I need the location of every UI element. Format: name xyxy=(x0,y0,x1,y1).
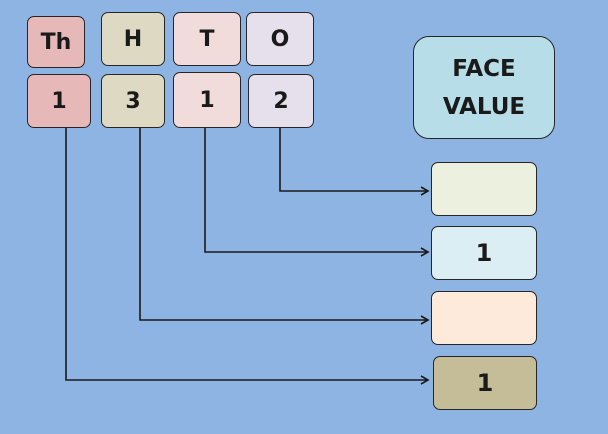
tens-digit: 1 xyxy=(173,72,241,128)
ones-digit: 2 xyxy=(248,74,314,128)
ones-header: O xyxy=(246,12,314,66)
thousands-face-value-box: 1 xyxy=(433,356,537,410)
thousands-header: Th xyxy=(27,16,85,68)
face-value-title: FACE VALUE xyxy=(413,36,555,139)
tens-header: T xyxy=(173,12,241,66)
hundreds-header: H xyxy=(101,12,165,66)
hundreds-digit: 3 xyxy=(101,74,165,128)
thousands-arrow xyxy=(65,128,430,385)
ones-face-value-box xyxy=(431,162,537,216)
thousands-digit: 1 xyxy=(27,74,91,128)
title-line-2: VALUE xyxy=(442,93,526,120)
hundreds-arrow xyxy=(139,128,430,325)
title-line-1: FACE xyxy=(452,55,516,82)
tens-face-value-box: 1 xyxy=(431,226,537,280)
ones-arrow xyxy=(279,128,430,196)
hundreds-face-value-box xyxy=(431,291,537,345)
tens-arrow xyxy=(204,128,430,257)
